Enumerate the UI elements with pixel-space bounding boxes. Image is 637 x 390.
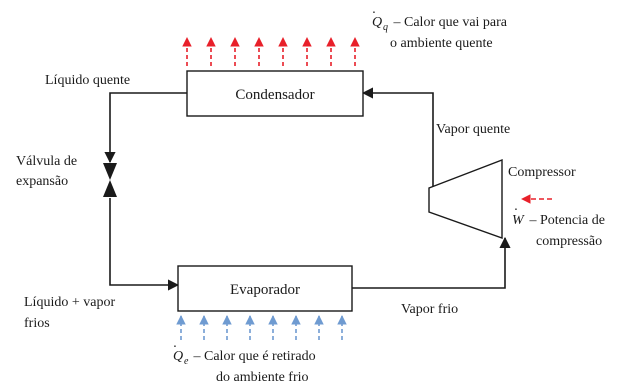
work-text-2: compressão — [536, 234, 602, 249]
hot-liquid-pipe — [104, 92, 187, 164]
hot-vapor-pipe — [361, 87, 434, 188]
cold-vapor-pipe — [352, 236, 511, 289]
heat-out-dot: · — [372, 6, 376, 21]
work-label: W · – Potencia de compressão — [512, 203, 605, 249]
heat-out-label: Q · q – Calor que vai para o ambiente qu… — [372, 6, 508, 51]
valve-label-line1: Válvula de — [16, 154, 77, 169]
work-symbol: W — [512, 213, 525, 228]
evaporator-box — [177, 265, 353, 312]
heat-in-arrows — [176, 315, 347, 340]
cold-vapor-label: Vapor frio — [401, 302, 458, 317]
cold-mixture-pipe — [109, 198, 180, 291]
heat-out-text-2: o ambiente quente — [390, 36, 493, 51]
expansion-valve-icon — [103, 163, 117, 197]
condenser-label: Condensador — [235, 87, 314, 103]
valve-label-line2: expansão — [16, 174, 68, 189]
heat-out-symbol: Q — [372, 15, 382, 30]
compressor-shape — [428, 158, 503, 239]
heat-out-text-1: – Calor que vai para — [390, 15, 508, 30]
evaporator: Evaporador — [177, 265, 353, 312]
heat-in-subscript: e — [184, 356, 189, 367]
compressor-label: Compressor — [508, 165, 576, 180]
condenser-box — [186, 70, 364, 117]
cold-mixture-label-line1: Líquido + vapor — [24, 295, 115, 310]
cold-mixture-label-line2: frios — [24, 316, 50, 331]
heat-in-text-1: – Calor que é retirado — [190, 349, 316, 364]
work-text-1: – Potencia de — [526, 213, 605, 228]
hot-vapor-label: Vapor quente — [436, 122, 510, 137]
evaporator-label: Evaporador — [230, 282, 300, 298]
hot-liquid-label: Líquido quente — [45, 73, 130, 88]
heat-in-dot: · — [173, 340, 177, 355]
condenser: Condensador — [186, 70, 364, 117]
heat-in-label: Q · e – Calor que é retirado do ambiente… — [173, 340, 316, 385]
heat-out-subscript: q — [383, 22, 388, 33]
heat-in-symbol: Q — [173, 349, 183, 364]
heat-in-text-2: do ambiente frio — [216, 370, 309, 385]
work-dot: · — [514, 203, 518, 218]
heat-out-arrows — [182, 37, 360, 66]
